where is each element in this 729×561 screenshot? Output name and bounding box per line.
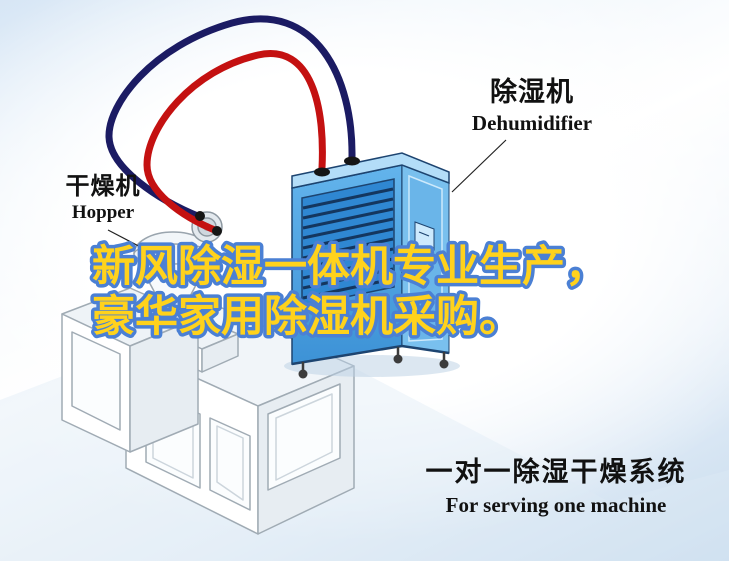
system-caption: 一对一除湿干燥系统 For serving one machine: [408, 450, 704, 518]
pipe-fittings: [195, 156, 360, 236]
caption-zh: 一对一除湿干燥系统: [425, 457, 687, 487]
dehumidifier-unit: [284, 152, 460, 379]
unit-shadow: [284, 355, 460, 377]
dehumidifier-label: 除湿机 Dehumidifier: [448, 70, 616, 136]
hopper-label-en: Hopper: [71, 202, 135, 223]
cabinet-door-panel: [267, 383, 341, 491]
dehumidifier-label-en: Dehumidifier: [471, 111, 593, 135]
side-door: [408, 174, 443, 342]
hopper-label-zh: 干燥机: [65, 173, 141, 200]
caption-en: For serving one machine: [445, 493, 667, 517]
caster-wheels: [298, 347, 449, 379]
extruder-machine: [61, 287, 355, 535]
slogan-line-1: 新风除湿一体机专业生产，: [92, 243, 608, 291]
hopper-label: 干燥机 Hopper: [44, 166, 162, 224]
blue-air-pipe: [105, 15, 356, 221]
unit-top-face: [291, 152, 450, 189]
red-air-pipe: [143, 50, 326, 235]
cabinet-door-panel: [209, 417, 251, 511]
slogan-line-2: 豪华家用除湿机采购。: [92, 293, 522, 341]
dehumidifier-label-zh: 除湿机: [490, 77, 574, 107]
stand-panel: [71, 331, 121, 431]
dehumidifier-pointer-line: [451, 139, 507, 193]
vent-slats: [302, 187, 394, 300]
control-display: [414, 221, 435, 251]
hopper-pointer-line: [107, 229, 151, 253]
